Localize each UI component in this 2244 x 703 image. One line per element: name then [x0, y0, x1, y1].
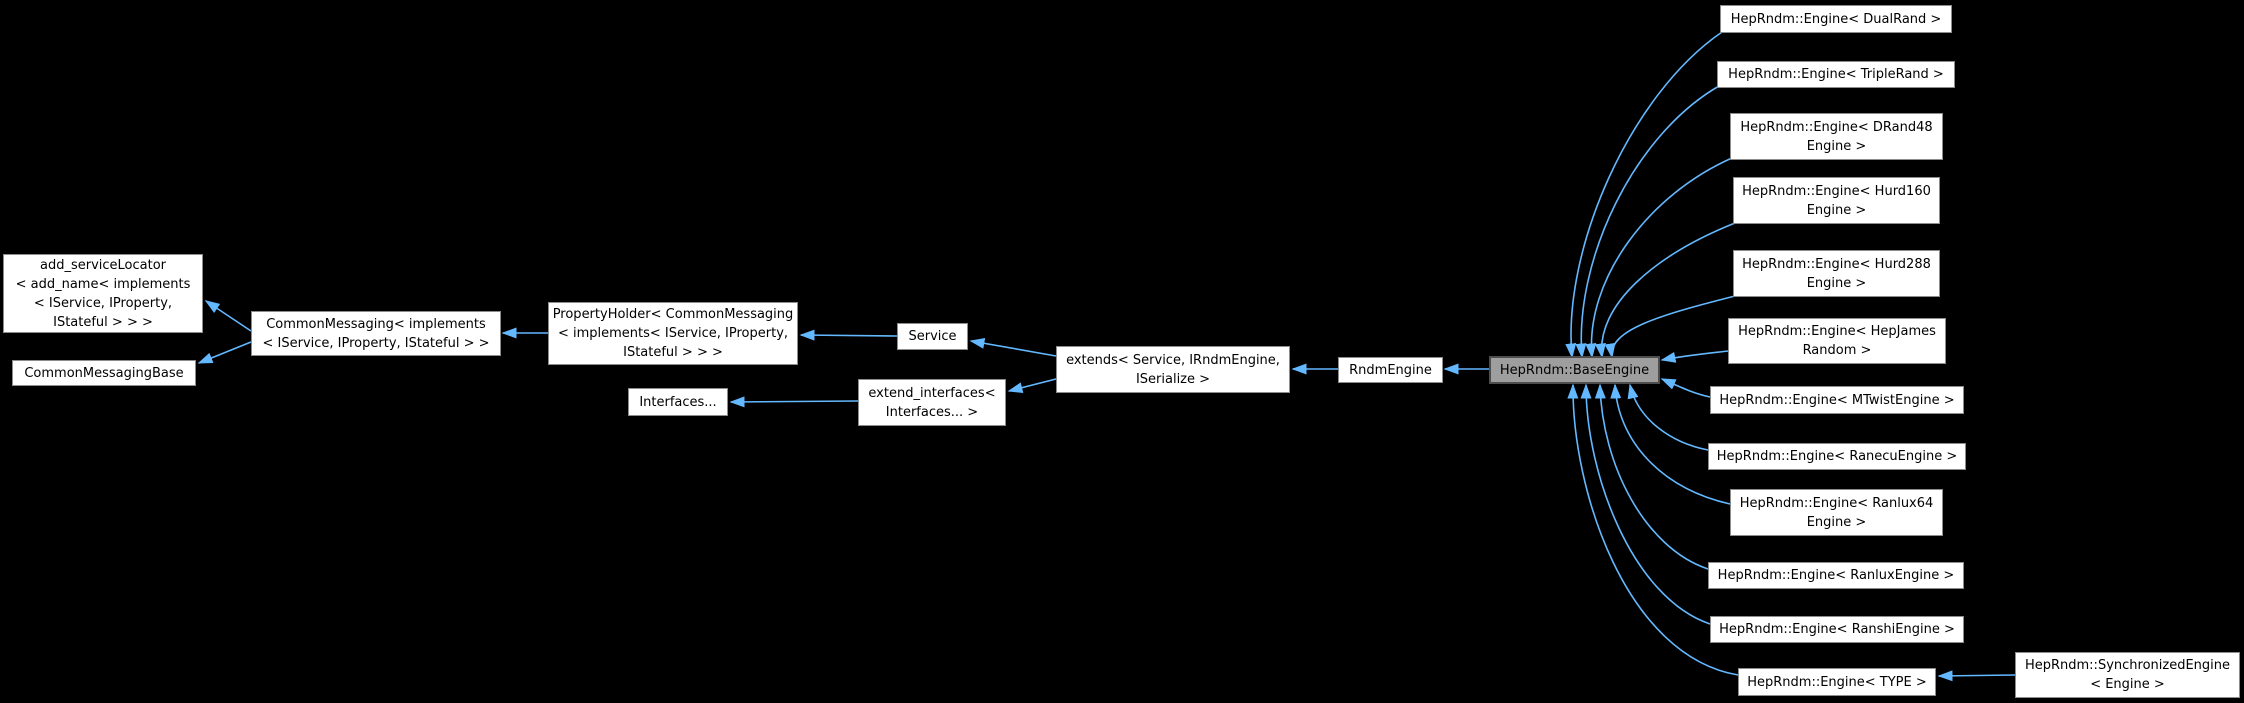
edge-commonmessaging-to-commonmessagingbase	[197, 341, 252, 364]
edge-hurd288-to-baseengine	[1604, 295, 1736, 359]
node-engine-ranlux[interactable]: HepRndm::Engine< RanluxEngine >	[1708, 562, 1964, 589]
edge-ranecu-to-baseengine	[1627, 383, 1709, 451]
node-heprndm-baseengine: HepRndm::BaseEngine	[1489, 356, 1660, 384]
edge-drand48-to-baseengine	[1585, 157, 1733, 359]
edge-service-to-propertyholder	[799, 329, 898, 341]
node-engine-hepjames[interactable]: HepRndm::Engine< HepJames Random >	[1728, 318, 1946, 364]
node-service[interactable]: Service	[897, 323, 968, 350]
edge-extends-to-extendinterfaces	[1007, 378, 1057, 393]
node-engine-ranlux64[interactable]: HepRndm::Engine< Ranlux64 Engine >	[1730, 489, 1943, 536]
node-propertyholder[interactable]: PropertyHolder< CommonMessaging < implem…	[548, 302, 798, 365]
node-engine-mtwist[interactable]: HepRndm::Engine< MTwistEngine >	[1710, 386, 1964, 414]
edge-extendinterfaces-to-interfaces	[729, 396, 859, 408]
node-engine-type[interactable]: HepRndm::Engine< TYPE >	[1738, 668, 1936, 696]
edge-extends-to-service	[969, 337, 1057, 357]
node-engine-dualrand[interactable]: HepRndm::Engine< DualRand >	[1720, 5, 1952, 33]
node-engine-ranecu[interactable]: HepRndm::Engine< RanecuEngine >	[1708, 443, 1966, 470]
node-commonmessaging[interactable]: CommonMessaging< implements < IService, …	[251, 311, 501, 356]
edge-hurd160-to-baseengine	[1595, 222, 1736, 359]
edge-synchronizedengine-to-enginetype	[1937, 670, 2016, 682]
edge-ranlux-to-baseengine	[1594, 383, 1709, 570]
node-synchronizedengine[interactable]: HepRndm::SynchronizedEngine < Engine >	[2015, 652, 2240, 698]
edge-triplerand-to-baseengine	[1575, 85, 1720, 359]
edge-ranshi-to-baseengine	[1580, 383, 1711, 625]
node-interfaces[interactable]: Interfaces...	[628, 388, 728, 416]
edge-hepjames-to-baseengine	[1660, 350, 1729, 363]
node-engine-drand48[interactable]: HepRndm::Engine< DRand48 Engine >	[1730, 113, 1943, 160]
node-add-servicelocator[interactable]: add_serviceLocator < add_name< implement…	[3, 254, 203, 333]
edge-mtwist-to-baseengine	[1660, 378, 1711, 398]
node-extends[interactable]: extends< Service, IRndmEngine, ISerializ…	[1056, 346, 1290, 393]
node-extend-interfaces[interactable]: extend_interfaces< Interfaces... >	[858, 379, 1006, 426]
node-rndmengine[interactable]: RndmEngine	[1338, 357, 1443, 383]
node-engine-hurd160[interactable]: HepRndm::Engine< Hurd160 Engine >	[1733, 177, 1940, 224]
edge-commonmessaging-to-addservicelocator	[204, 300, 252, 332]
node-engine-hurd288[interactable]: HepRndm::Engine< Hurd288 Engine >	[1733, 250, 1940, 297]
node-engine-triplerand[interactable]: HepRndm::Engine< TripleRand >	[1717, 61, 1955, 88]
edge-dualrand-to-baseengine	[1565, 31, 1723, 359]
node-commonmessagingbase[interactable]: CommonMessagingBase	[12, 360, 196, 386]
node-engine-ranshi[interactable]: HepRndm::Engine< RanshiEngine >	[1710, 616, 1964, 643]
